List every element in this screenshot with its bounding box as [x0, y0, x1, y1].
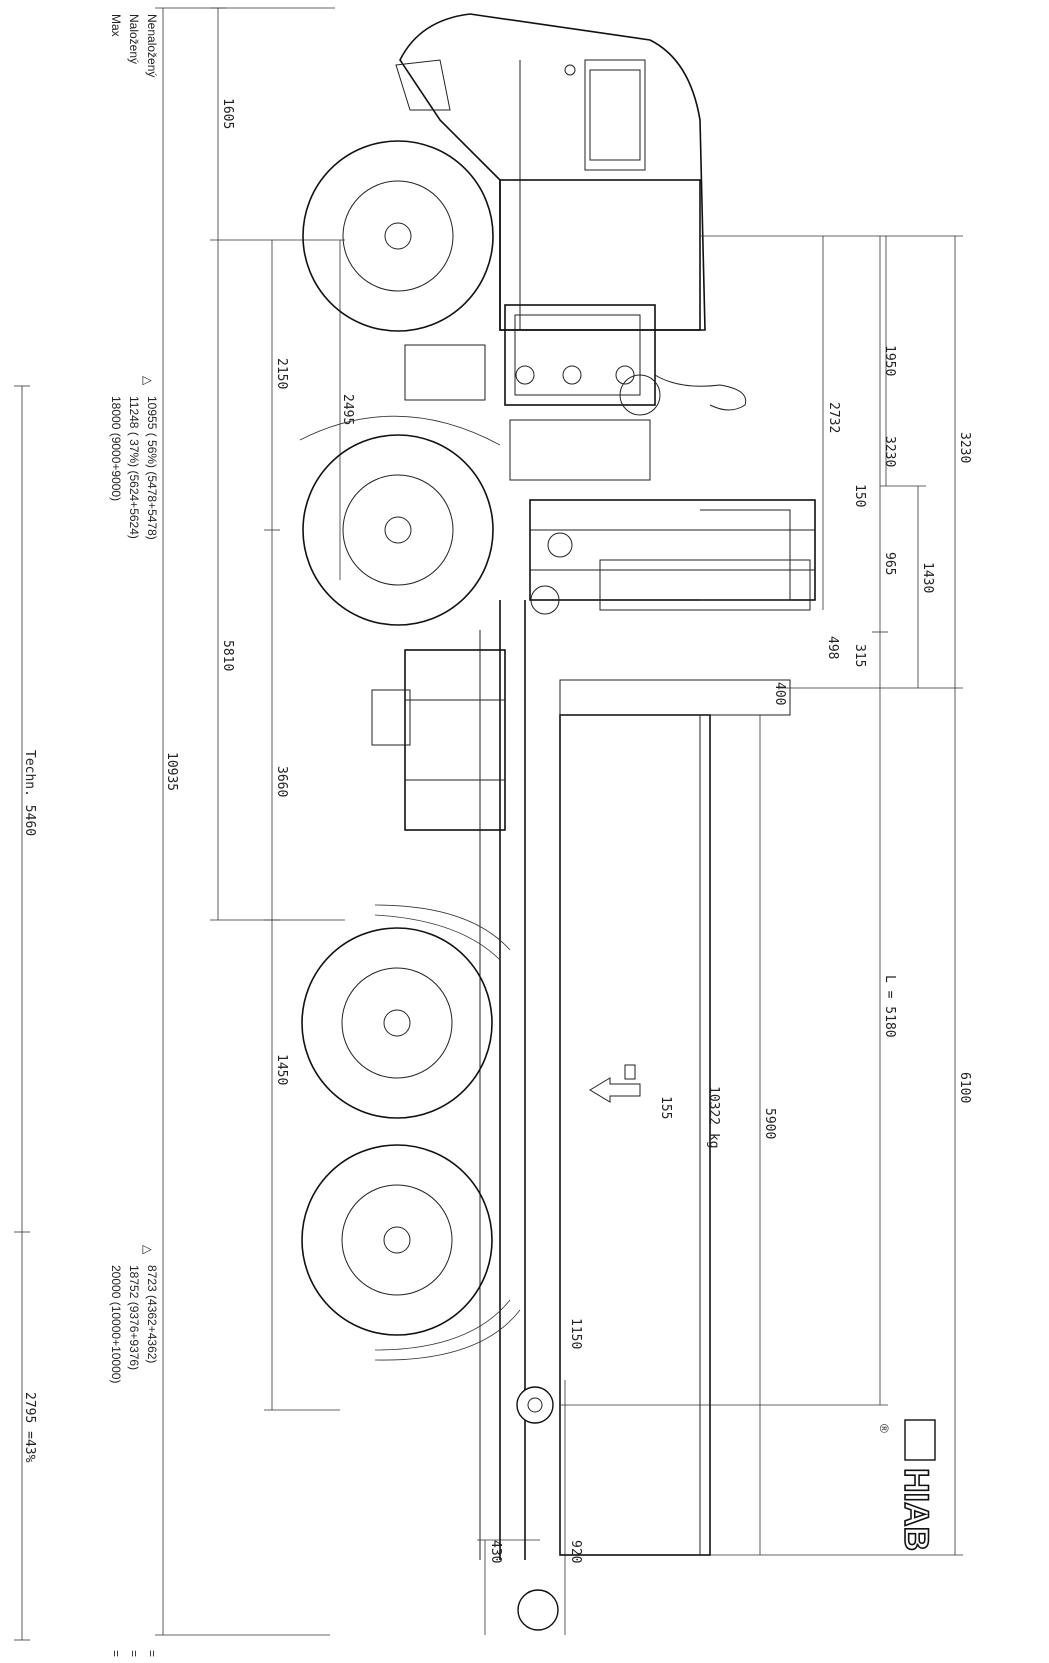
brand-name: HIAB — [897, 1468, 935, 1551]
techn-label: Techn. 5460 — [22, 750, 37, 836]
wheel-fourth — [301, 1144, 521, 1361]
footer-mark-1: = — [145, 1650, 159, 1657]
truck-body — [371, 13, 816, 1631]
dim-10935: 10935 — [164, 752, 179, 791]
dim-2150: 2150 — [274, 358, 289, 389]
dim-2495: 2495 — [340, 394, 355, 425]
dim-2732: 2732 — [826, 402, 841, 433]
dim-315: 315 — [852, 644, 867, 667]
front-axle-unladen: 10955 ( 56%) (5478+5478) — [145, 396, 159, 540]
rear-axle-unladen: 8723 (4362+4362) — [145, 1265, 159, 1363]
dim-6100: 6100 — [957, 1072, 972, 1103]
wheel-third — [301, 904, 511, 1119]
dim-1450: 1450 — [274, 1054, 289, 1085]
footer-mark-2: = — [127, 1650, 141, 1657]
front-axle-max: 18000 (9000+9000) — [109, 396, 123, 501]
dim-965: 965 — [882, 552, 897, 575]
rear-axle-triangle-icon: △ — [141, 1245, 155, 1255]
rear-percent-label: 2795 =43% — [22, 1392, 37, 1463]
dim-920: 920 — [568, 1540, 583, 1563]
legend-max: Max — [109, 14, 123, 37]
dim-3230-inner: 3230 — [882, 436, 897, 467]
weight-legend: Nenaložený Naložený Max — [109, 14, 159, 77]
rear-axle-max: 20000 (10000+10000) — [109, 1265, 123, 1383]
dim-1150: 1150 — [568, 1318, 583, 1349]
rear-axle-loads: △ 8723 (4362+4362) 18752 (9376+9376) 200… — [109, 1245, 159, 1383]
footer-marks: = = = — [109, 1650, 159, 1657]
dim-5900: 5900 — [762, 1108, 777, 1139]
wheel-second — [299, 415, 501, 626]
footer-mark-3: = — [109, 1650, 123, 1657]
front-axle-laden: 11248 ( 37%) (5624+5624) — [127, 396, 141, 539]
technical-dimension: Techn. 5460 2795 =43% — [14, 385, 37, 1641]
wheel-front — [302, 140, 494, 332]
dim-150: 150 — [852, 484, 867, 507]
front-axle-loads: △ 10955 ( 56%) (5478+5478) 11248 ( 37%) … — [109, 376, 159, 540]
dim-3660: 3660 — [274, 766, 289, 797]
dim-1950: 1950 — [882, 345, 897, 376]
front-axle-triangle-icon: △ — [141, 376, 155, 386]
dim-1605: 1605 — [220, 98, 235, 129]
wheels — [299, 140, 521, 1361]
length-dimensions: 10935 1605 5810 2150 3660 1450 2495 430 … — [155, 7, 583, 1636]
dim-498: 498 — [825, 636, 840, 659]
dim-3230-outer: 3230 — [957, 432, 972, 463]
load-weight: 10322 kg — [706, 1086, 721, 1149]
height-dimensions: 3230 6100 1950 3230 1430 965 2732 150 49… — [560, 235, 972, 1556]
rear-axle-laden: 18752 (9376+9376) — [127, 1265, 141, 1370]
dim-5810: 5810 — [220, 640, 235, 671]
dim-L-5180: L = 5180 — [882, 975, 897, 1038]
hiab-logo: ® HIAB — [877, 1419, 936, 1552]
dim-1430: 1430 — [920, 562, 935, 593]
registered-mark: ® — [877, 1424, 891, 1433]
legend-unladen: Nenaložený — [145, 14, 159, 77]
dim-155: 155 — [658, 1096, 673, 1119]
dim-400: 400 — [772, 682, 787, 705]
legend-laden: Naložený — [127, 14, 141, 64]
